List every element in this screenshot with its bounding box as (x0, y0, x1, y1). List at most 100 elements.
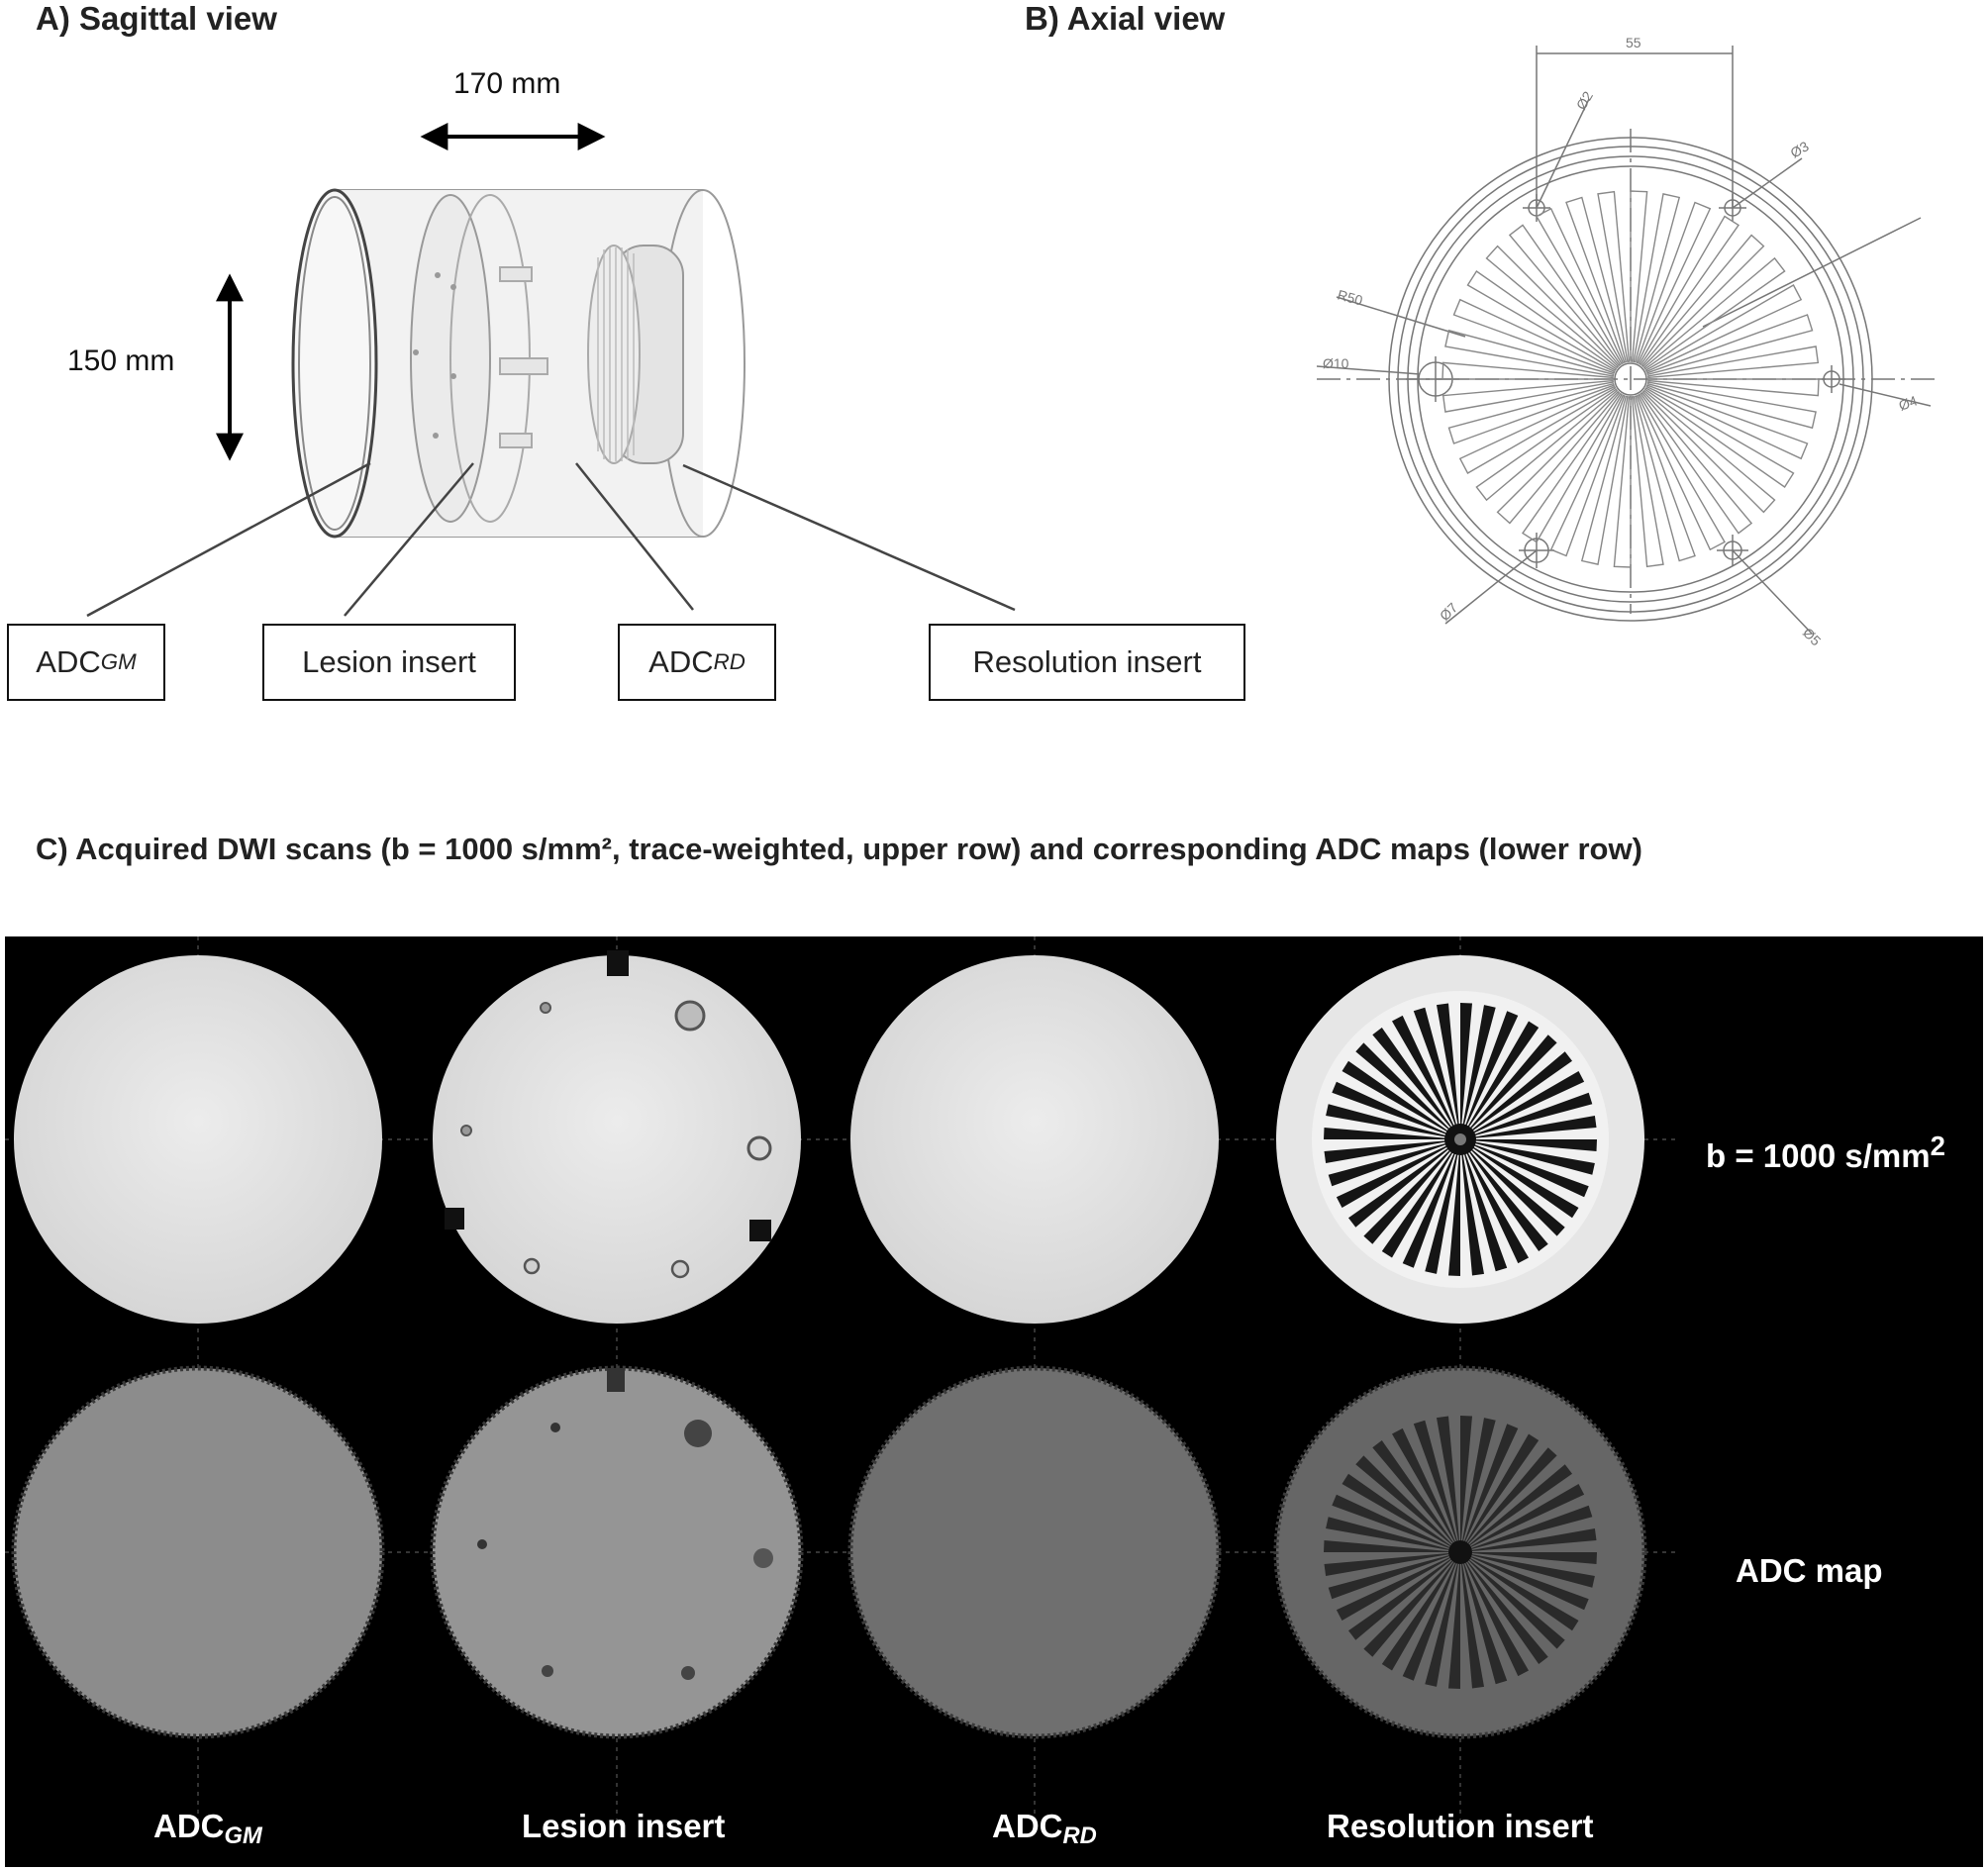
star-spoke (1381, 1561, 1454, 1671)
star-spoke (1461, 1152, 1484, 1276)
star-spoke (1636, 201, 1712, 364)
axial-dim-label: 55 (1626, 35, 1641, 50)
star-spoke (1462, 1418, 1496, 1541)
star-spoke (1425, 1563, 1458, 1687)
star-spoke (1471, 1146, 1579, 1219)
star-spoke (1580, 395, 1629, 565)
star-spoke (1469, 1464, 1572, 1546)
star-spoke (1630, 190, 1648, 362)
star-spoke (1392, 1427, 1455, 1542)
star-spoke (1473, 1141, 1595, 1175)
star-spoke (1437, 1003, 1459, 1127)
star-spoke (1522, 392, 1623, 543)
star-spoke (1463, 1563, 1508, 1685)
star-spoke (1355, 1455, 1452, 1545)
callout-lesion-insert: Lesion insert (262, 624, 516, 701)
star-spoke (1468, 1559, 1565, 1649)
mri-scan-images (5, 936, 1678, 1827)
panel-c-title: C) Acquired DWI scans (b = 1000 s/mm², t… (36, 832, 1642, 866)
axial-dim-label: Ø4 (1897, 392, 1920, 413)
star-spoke (1644, 284, 1803, 373)
dwi-star-pattern (1324, 1003, 1597, 1276)
axial-dim-label: Ø7 (1437, 599, 1461, 624)
star-spoke (1324, 1553, 1449, 1576)
row-label-adc: ADC map (1736, 1552, 1883, 1589)
star-spoke (1470, 1556, 1589, 1611)
star-spoke (1471, 1528, 1597, 1551)
length-dimension-label: 170 mm (453, 67, 561, 100)
star-spoke (1441, 361, 1614, 380)
sagittal-drawing (86, 123, 1016, 618)
star-spoke (1508, 224, 1622, 367)
dwi-adc-rd-scan (850, 955, 1219, 1324)
star-spoke (1336, 1144, 1448, 1208)
star-spoke (1473, 1092, 1593, 1136)
column-label-subscript: RD (1062, 1821, 1097, 1849)
star-spoke (1465, 1151, 1529, 1264)
star-spoke (1613, 396, 1632, 568)
dwi-resolution-insert-scan (1276, 955, 1644, 1324)
star-spoke (1473, 1116, 1597, 1138)
star-spoke (1324, 1128, 1447, 1139)
star-spoke (1640, 391, 1753, 535)
star-spoke (1469, 1148, 1565, 1236)
star-spoke (1465, 1562, 1529, 1677)
column-label-resolution-insert: Resolution insert (1327, 1808, 1594, 1845)
adc-resolution-insert-map (1273, 1365, 1647, 1739)
star-spoke (1372, 1028, 1452, 1130)
star-spoke (1472, 1552, 1597, 1564)
panel-a-title: A) Sagittal view (36, 0, 277, 37)
star-spoke (1392, 1015, 1455, 1128)
star-spoke (1639, 215, 1740, 366)
star-spoke (1372, 1440, 1454, 1543)
star-spoke (1348, 1558, 1451, 1640)
column-label-adc-rd: ADCRD (992, 1808, 1097, 1850)
star-spoke (1348, 1147, 1450, 1228)
adc-rd-map (847, 1365, 1222, 1739)
star-spoke (1452, 298, 1616, 374)
dwi-adc-gm-scan (14, 955, 382, 1324)
callout-leaders (86, 461, 1016, 618)
star-spoke (1536, 207, 1625, 365)
star-pattern (1441, 190, 1820, 568)
column-label-text: ADC (153, 1808, 225, 1844)
axial-drawing: 55 Ø2 Ø3 R50 Ø10 Ø4 Ø7 Ø5 (1316, 35, 1940, 649)
star-spoke (1332, 1081, 1448, 1135)
callout-subscript: GM (100, 649, 137, 674)
star-spoke (1363, 1148, 1451, 1244)
star-spoke (1402, 1562, 1456, 1681)
star-spoke (1324, 1140, 1447, 1163)
column-label-text: Resolution insert (1327, 1808, 1594, 1844)
callout-label: Lesion insert (302, 644, 476, 679)
star-spoke (1425, 1152, 1458, 1274)
star-spoke (1342, 1060, 1449, 1132)
star-spoke (1640, 234, 1765, 368)
star-spoke (1448, 1152, 1460, 1276)
column-label-text: Lesion insert (522, 1808, 726, 1844)
star-spoke (1647, 378, 1820, 397)
star-spoke (1565, 196, 1628, 363)
axial-dim-label: R50 (1336, 286, 1364, 308)
column-label-lesion-insert: Lesion insert (522, 1808, 725, 1845)
star-spoke (1646, 345, 1820, 379)
star-spoke (1324, 1540, 1448, 1552)
star-spoke (1466, 270, 1618, 371)
star-spoke (1328, 1142, 1447, 1187)
star-spoke (1326, 1517, 1449, 1550)
callout-label: ADC (36, 644, 101, 679)
star-spoke (1469, 1034, 1557, 1131)
star-spoke (1464, 1424, 1519, 1542)
column-label-adc-gm: ADCGM (153, 1808, 262, 1850)
star-spoke (1634, 395, 1696, 562)
axial-dim-label: Ø5 (1800, 625, 1825, 649)
row-label-dwi-text: b = 1000 s/mm (1706, 1137, 1931, 1174)
callout-label: ADC (648, 644, 714, 679)
star-spoke (1381, 1150, 1453, 1258)
star-spoke (1466, 1561, 1548, 1664)
panel-b-title: B) Axial view (1025, 0, 1226, 37)
star-spoke (1496, 390, 1621, 525)
star-spoke (1470, 1051, 1572, 1132)
axial-dim-label: Ø10 (1323, 355, 1349, 371)
adc-row (11, 1365, 1647, 1739)
